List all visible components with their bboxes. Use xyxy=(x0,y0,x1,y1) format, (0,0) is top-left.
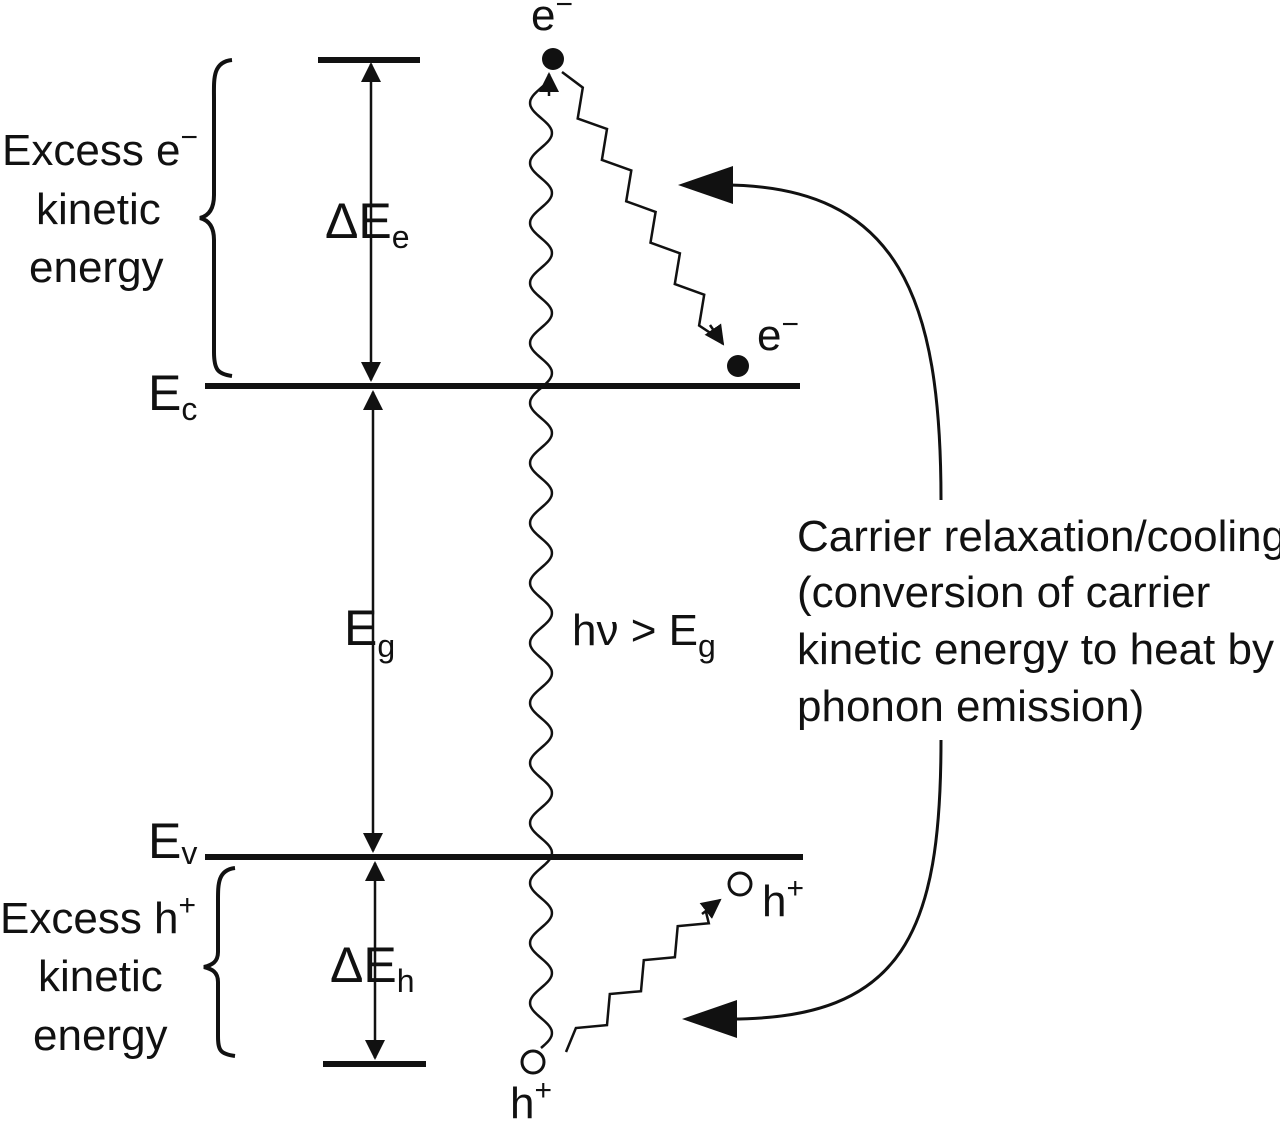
relaxation-text-line1: Carrier relaxation/cooling xyxy=(797,512,1280,561)
hole-relaxation-zigzag xyxy=(564,911,711,1053)
electron-relaxed xyxy=(727,355,749,377)
hole-brace xyxy=(203,866,236,1058)
relaxation-arrowhead-bottom xyxy=(682,1000,737,1038)
relaxation-text-line4: phonon emission) xyxy=(797,682,1144,731)
band-gap-label: Eg xyxy=(344,600,395,664)
electron-bottom-label: e− xyxy=(757,308,799,360)
electron-excited xyxy=(542,48,564,70)
relaxation-text-line3: kinetic energy to heat by xyxy=(797,625,1274,674)
valence-band-label: Ev xyxy=(148,813,197,871)
relaxation-text-line2: (conversion of carrier xyxy=(797,568,1210,617)
electron-top-label: e− xyxy=(531,0,573,40)
excess-hole-label-line2: kinetic xyxy=(38,952,163,1001)
hole-excited xyxy=(520,1049,546,1075)
electron-brace xyxy=(199,58,233,378)
relaxation-curve-top xyxy=(722,183,943,501)
delta-e-label: ΔEe xyxy=(325,193,410,255)
relaxation-arrowhead-top xyxy=(678,166,733,204)
excess-electron-label-line1: Excess e− xyxy=(2,121,198,175)
relaxation-curve-bottom xyxy=(727,739,943,1021)
excess-electron-label-line3: energy xyxy=(29,243,164,292)
electron-relaxation-zigzag xyxy=(561,71,719,340)
conduction-band-label: Ec xyxy=(148,365,197,427)
hole-top-label: h+ xyxy=(762,872,804,926)
hole-relaxation-arrow-tip xyxy=(699,898,722,919)
excess-hole-label-line3: energy xyxy=(33,1011,168,1060)
delta-h-label: ΔEh xyxy=(330,937,415,999)
electron-relaxation-arrow-tip xyxy=(704,323,725,346)
excess-hole-label-line1: Excess h+ xyxy=(0,889,196,943)
wave-layer xyxy=(528,71,725,1053)
excess-electron-label-line2: kinetic xyxy=(36,185,161,234)
photon-wave xyxy=(528,83,554,1049)
hole-relaxed xyxy=(727,871,753,897)
hole-bottom-label: h+ xyxy=(510,1074,552,1122)
photon-energy-label: hν > Eg xyxy=(572,606,716,664)
